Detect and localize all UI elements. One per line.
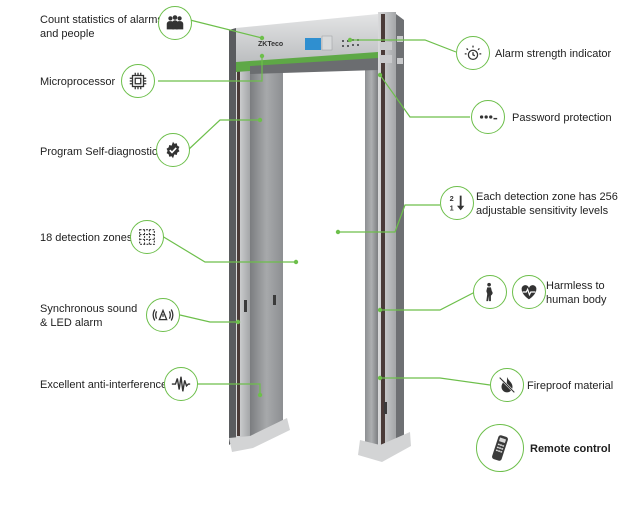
alarm-sound-icon xyxy=(146,298,180,332)
remote-control-icon xyxy=(476,424,524,472)
sensitivity-levels-label: Each detection zone has 256 adjustable s… xyxy=(476,191,618,217)
count-statistics-label: Count statistics of alarms and people xyxy=(40,13,163,41)
harmless-label: Harmless to human body xyxy=(546,280,607,306)
self-diagnostic-label: Program Self-diagnostic xyxy=(40,146,158,158)
alarm-strength-label: Alarm strength indicator xyxy=(495,48,612,60)
heart-pulse-icon xyxy=(512,275,546,309)
svg-text:1: 1 xyxy=(450,203,454,212)
detection-zones-label: 18 detection zones xyxy=(40,232,133,244)
chip-icon xyxy=(121,64,155,98)
gear-check-icon xyxy=(156,133,190,167)
grid-zones-icon xyxy=(130,220,164,254)
count-statistics-text: Count statistics of alarms and people xyxy=(40,14,163,40)
no-fire-icon xyxy=(490,368,524,402)
top-beam xyxy=(236,14,403,74)
sync-alarm-label: Synchronous sound & LED alarm xyxy=(40,303,138,329)
people-group-icon xyxy=(158,6,192,40)
pregnant-person-icon xyxy=(473,275,507,309)
leader-dots xyxy=(235,35,383,398)
anti-interference-label: Excellent anti-interference xyxy=(40,379,168,391)
microprocessor-label: Microprocessor xyxy=(40,76,116,88)
password-dots-icon xyxy=(471,100,505,134)
waveform-icon xyxy=(164,367,198,401)
leader-lines xyxy=(158,19,491,395)
right-column xyxy=(358,12,411,462)
svg-text:2: 2 xyxy=(450,194,454,203)
password-protection-label: Password protection xyxy=(512,112,612,124)
remote-control-label: Remote control xyxy=(530,443,611,455)
alarm-bell-icon xyxy=(456,36,490,70)
fireproof-label: Fireproof material xyxy=(527,380,614,392)
brand-logo: ZKTeco xyxy=(258,41,283,48)
left-column xyxy=(229,28,290,452)
